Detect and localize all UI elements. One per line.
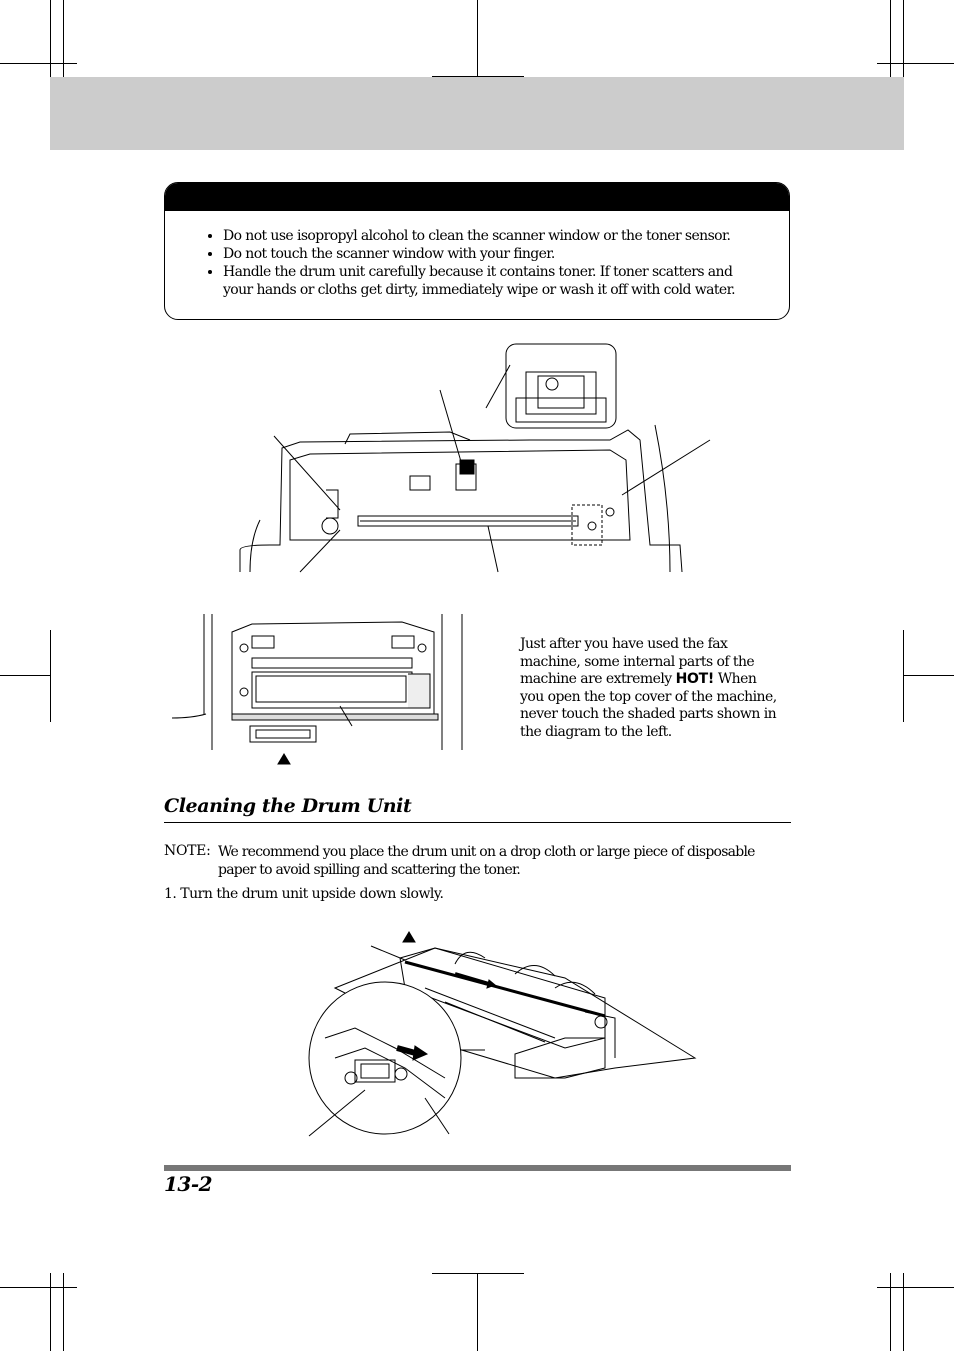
- step-item: 1. Turn the drum unit upside down slowly…: [164, 886, 444, 902]
- caution-list: Do not use isopropyl alcohol to clean th…: [205, 227, 763, 299]
- hot-emphasis: HOT!: [675, 671, 715, 688]
- hot-note-text: Just after you have used the fax machine…: [520, 636, 755, 688]
- caution-item: Do not touch the scanner window with you…: [223, 245, 763, 263]
- hot-parts-illustration: [171, 614, 463, 765]
- section-divider: [164, 822, 791, 823]
- note-label: NOTE:: [164, 843, 211, 859]
- note-text: We recommend you place the drum unit on …: [218, 844, 755, 878]
- caution-item: Do not use isopropyl alcohol to clean th…: [223, 227, 763, 245]
- section-title: Cleaning the Drum Unit: [164, 795, 412, 817]
- hot-note-text: When you open the top cover of the machi…: [520, 671, 777, 740]
- drum-unit-illustration: [308, 931, 697, 1137]
- page-number: 13-2: [164, 1172, 213, 1196]
- caution-header-bar: [165, 183, 789, 211]
- machine-interior-illustration: [239, 343, 711, 573]
- caution-box: Do not use isopropyl alcohol to clean th…: [164, 182, 790, 320]
- caution-item: Handle the drum unit carefully because i…: [223, 263, 763, 299]
- hot-warning-note: Just after you have used the fax machine…: [520, 636, 782, 742]
- header-band: [50, 77, 904, 150]
- footer-rule: [164, 1165, 791, 1171]
